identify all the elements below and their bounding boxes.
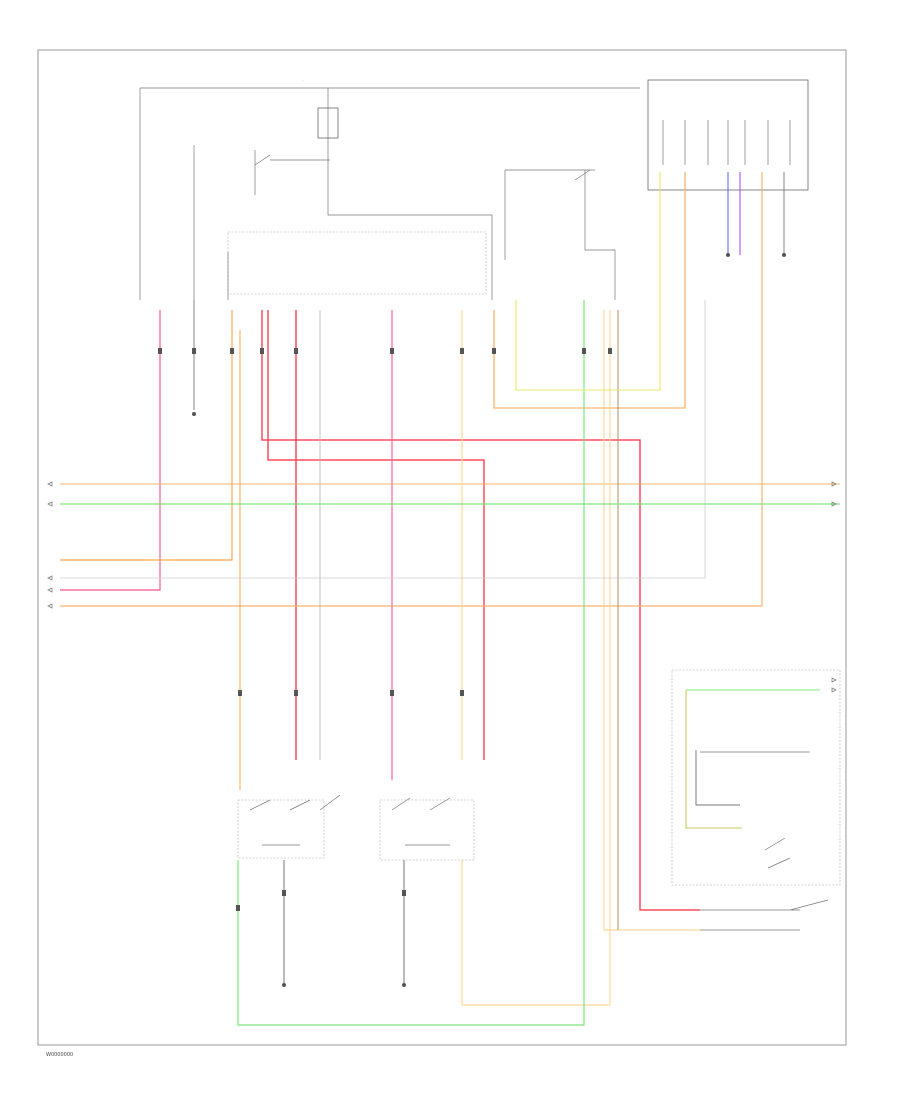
- connector-pins: [662, 120, 791, 165]
- connector-mark: [260, 348, 264, 354]
- connector-mark: [282, 890, 286, 896]
- wire-gray-bus: [60, 300, 706, 579]
- ground-point: [192, 412, 196, 416]
- connector-mark: [582, 348, 586, 354]
- wire-red-main: [261, 310, 700, 911]
- connector-mark: [294, 348, 298, 354]
- left-switch-box: [237, 799, 325, 859]
- power-header: ·: [139, 79, 640, 300]
- center-switch: [379, 797, 475, 861]
- wire-orange-left: [60, 310, 233, 561]
- svg-text:·: ·: [302, 79, 303, 83]
- left-relay-switch: [254, 150, 330, 195]
- fuse: [317, 107, 339, 139]
- wire-yellow-right: [685, 690, 742, 829]
- center-switch-box: [379, 799, 475, 861]
- connector-marks: [158, 348, 612, 911]
- lower-right-box: [671, 669, 841, 886]
- connector-mark: [294, 690, 298, 696]
- wire-tan-right: [603, 310, 700, 931]
- right-relay-switch: [504, 169, 595, 260]
- wire-orange-long: [60, 172, 763, 607]
- connector-mark: [390, 348, 394, 354]
- connector-mark: [238, 690, 242, 696]
- right-edge-arrows: [831, 481, 837, 693]
- lower-right-switches: [764, 837, 791, 869]
- connector-mark: [460, 348, 464, 354]
- connector-mark: [492, 348, 496, 354]
- lower-right-module: [671, 669, 841, 931]
- wire-orange-right: [493, 172, 686, 409]
- connector-mark: [460, 690, 464, 696]
- left-switch: [237, 794, 341, 859]
- left-relay: [193, 145, 330, 300]
- ground-point: [282, 983, 286, 987]
- left-switch-contacts: [249, 794, 341, 846]
- ground-point: [726, 253, 730, 257]
- wire-yellow: [515, 172, 661, 391]
- left-edge-arrows: [47, 481, 53, 609]
- ground-point: [782, 253, 786, 257]
- connector-mark: [608, 348, 612, 354]
- wire-pink-left: [60, 310, 161, 591]
- wire-black-grounds: [283, 860, 405, 985]
- wire-green-loop: [237, 300, 585, 1026]
- diagram-frame: [37, 49, 847, 1046]
- right-relay: [504, 169, 616, 300]
- connector-mark: [192, 348, 196, 354]
- connector-mark: [230, 348, 234, 354]
- connector-mark: [236, 905, 240, 911]
- lamp-output: [700, 899, 829, 931]
- connector-mark: [390, 690, 394, 696]
- edge-arrows: [47, 481, 837, 693]
- wire-black-right-2: [695, 750, 740, 806]
- right-relay-out: [585, 249, 616, 300]
- fuse-feed-wire: [327, 88, 493, 300]
- wire-tan: [461, 310, 611, 1006]
- connector-mark: [402, 890, 406, 896]
- wire-red-secondary: [267, 310, 485, 760]
- lower-right-traces: [695, 751, 810, 805]
- footer-code: W0000000: [46, 1052, 73, 1058]
- connector-mark: [158, 348, 162, 354]
- center-switch-contacts: [391, 797, 451, 846]
- control-module-box: [227, 231, 487, 295]
- ground-points: [192, 253, 786, 987]
- ground-point: [402, 983, 406, 987]
